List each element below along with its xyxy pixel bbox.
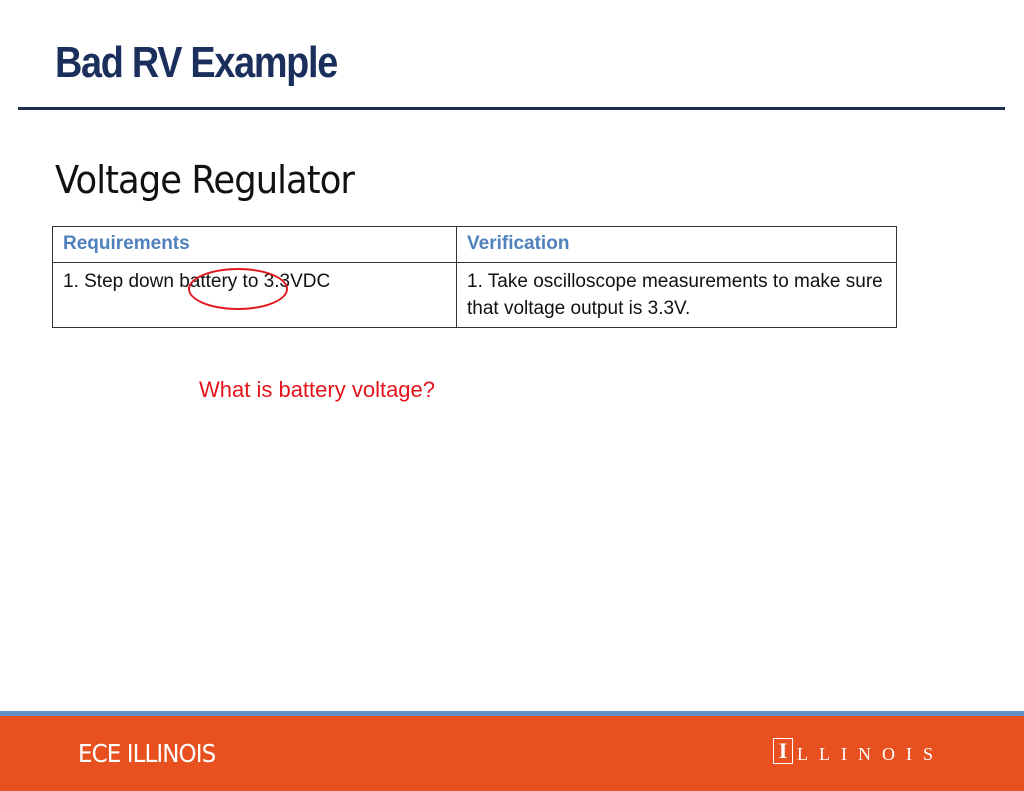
illinois-wordmark: LLINOIS	[797, 744, 944, 764]
annotation-question: What is battery voltage?	[199, 377, 436, 402]
ece-illinois-logo: ECE ILLINOIS	[78, 739, 216, 768]
slide-subtitle: Voltage Regulator	[55, 158, 355, 202]
illinois-logo: I LLINOIS	[773, 738, 944, 764]
block-i-icon: I	[773, 738, 793, 764]
title-divider	[18, 107, 1005, 110]
table-row: 1. Step down battery to 3.3VDC 1. Take o…	[52, 262, 897, 328]
footer-blue-strip	[0, 711, 1024, 716]
footer-bar: ECE ILLINOIS I LLINOIS	[0, 716, 1024, 791]
requirements-verification-table: Requirements Verification 1. Step down b…	[52, 226, 897, 328]
slide-title: Bad RV Example	[55, 38, 338, 87]
header-requirements: Requirements	[52, 226, 457, 263]
verification-cell: 1. Take oscilloscope measurements to mak…	[456, 262, 897, 328]
requirement-cell: 1. Step down battery to 3.3VDC	[52, 262, 457, 328]
table-header-row: Requirements Verification	[52, 226, 897, 263]
header-verification: Verification	[456, 226, 897, 263]
